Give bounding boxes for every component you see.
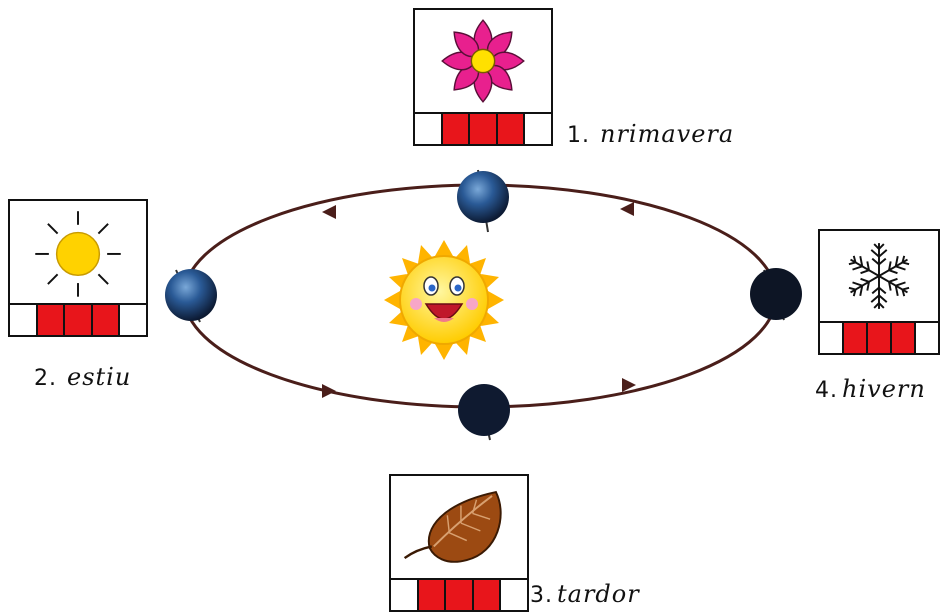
syllable-box [120,305,146,335]
syllable-box [820,323,844,353]
syllable-box-filled [868,323,892,353]
season-number: 4. [815,378,838,403]
syllable-box-filled [419,580,447,610]
syllable-boxes [391,578,527,610]
syllable-box [10,305,38,335]
orbit-arrow-top-left [322,205,336,219]
syllable-boxes [415,112,551,144]
season-label-autumn: 3.tardor [530,580,640,608]
earth-bottom [458,384,510,440]
earth-top [457,170,509,232]
syllable-box-filled [844,323,868,353]
season-name: hivern [842,375,926,403]
syllable-box [525,114,551,144]
syllable-box-filled [474,580,502,610]
syllable-box-filled [93,305,121,335]
leaf-icon [391,476,527,578]
earth-right [750,268,802,320]
syllable-box-filled [892,323,916,353]
syllable-box [391,580,419,610]
syllable-box-filled [446,580,474,610]
season-card-autumn [389,474,529,612]
season-name: estiu [67,363,131,391]
season-number: 3. [530,583,553,608]
season-label-summer: 2. estiu [34,363,131,391]
syllable-box [415,114,443,144]
syllable-box [916,323,938,353]
season-card-spring [413,8,553,146]
season-card-summer [8,199,148,337]
smiling-sun-icon [384,240,504,360]
syllable-box-filled [65,305,93,335]
season-number: 2. [34,366,57,391]
orbit-arrow-bottom-left [322,384,336,398]
orbit-arrow-top-right [620,202,634,216]
syllable-boxes [10,303,146,335]
syllable-box [501,580,527,610]
season-label-spring: 1. nrimavera [567,120,734,148]
snowflake-icon [820,231,938,321]
earth-left [165,269,217,322]
syllable-box-filled [38,305,66,335]
syllable-box-filled [443,114,471,144]
flower-icon [415,10,551,112]
season-number: 1. [567,123,590,148]
season-name: tardor [557,580,640,608]
syllable-box-filled [470,114,498,144]
sun-icon [10,201,146,303]
season-name: nrimavera [600,120,734,148]
season-label-winter: 4.hivern [815,375,926,403]
season-card-winter [818,229,940,355]
syllable-box-filled [498,114,526,144]
syllable-boxes [820,321,938,353]
